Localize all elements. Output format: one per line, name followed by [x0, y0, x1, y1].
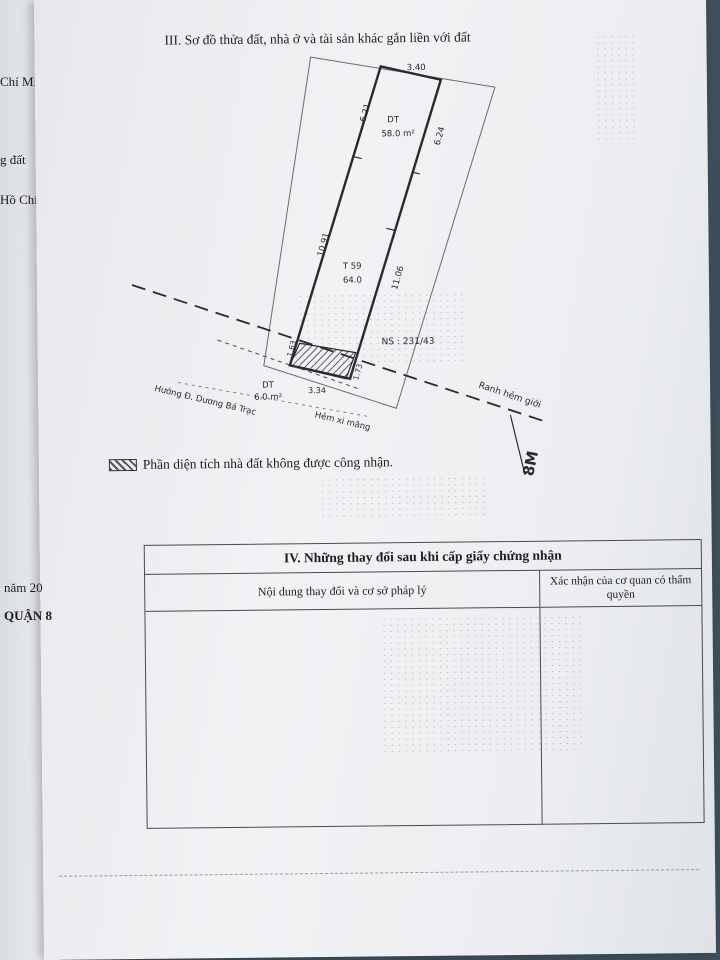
column-header-confirm: Xác nhận của cơ quan có thẩm quyền [549, 574, 692, 602]
left-page-text-2: g đất [0, 152, 26, 167]
legend-text: Phần diện tích nhà đất không được công n… [142, 454, 394, 472]
dim-right-lower: 11.06 [390, 265, 406, 291]
dim-front-left: 1.63 [285, 339, 298, 358]
alley-boundary-line [131, 284, 549, 424]
scan-noise [297, 291, 468, 364]
hatch-swatch-icon [108, 458, 137, 472]
dim-front-right: 1.73 [351, 362, 364, 381]
scan-noise [319, 475, 490, 518]
area-main-value: 58.0 m² [381, 129, 414, 139]
dim-top-width: 3.40 [407, 63, 426, 73]
column-header-content: Nội dung thay đổi và cơ sở pháp lý [145, 570, 541, 611]
parcel-outline [288, 64, 443, 381]
parcel-value: 64.0 [343, 276, 362, 286]
unrecognized-area-hatch [288, 342, 357, 380]
area-main-label: DT [387, 115, 400, 125]
road-label: Hướng Đ. Dương Bá Trạc [153, 383, 257, 418]
dim-left-lower: 10.91 [316, 232, 332, 258]
dim-right-upper: 6.24 [433, 126, 448, 147]
dim-left-upper: 6.21 [359, 102, 374, 123]
area-front-value: 6.0 m² [254, 392, 282, 402]
left-page-text-4: năm 20 [4, 580, 43, 595]
alley-label: Hẻm xi măng [314, 409, 372, 433]
parcel-label: T 59 [342, 262, 362, 272]
legend: Phần diện tích nhà đất không được công n… [108, 454, 394, 473]
dim-front-width: 3.34 [308, 386, 326, 395]
certificate-sheet: III. Sơ đồ thửa đất, nhà ở và tài sản kh… [34, 0, 717, 960]
boundary-label: Ranh hẻm giới [477, 380, 542, 411]
scan-noise [380, 614, 582, 757]
area-front-label: DT [262, 381, 275, 391]
page-bottom-rule [59, 869, 700, 877]
width-label: 8M [519, 449, 542, 477]
parcel-diagram: 3.40 6.21 6.24 10.91 11.06 1.63 1.73 3.3… [131, 56, 549, 478]
left-page-text-5: QUẬN 8 [4, 608, 53, 623]
ns-label: NS : 231/43 [382, 337, 435, 348]
scan-noise [594, 33, 636, 145]
